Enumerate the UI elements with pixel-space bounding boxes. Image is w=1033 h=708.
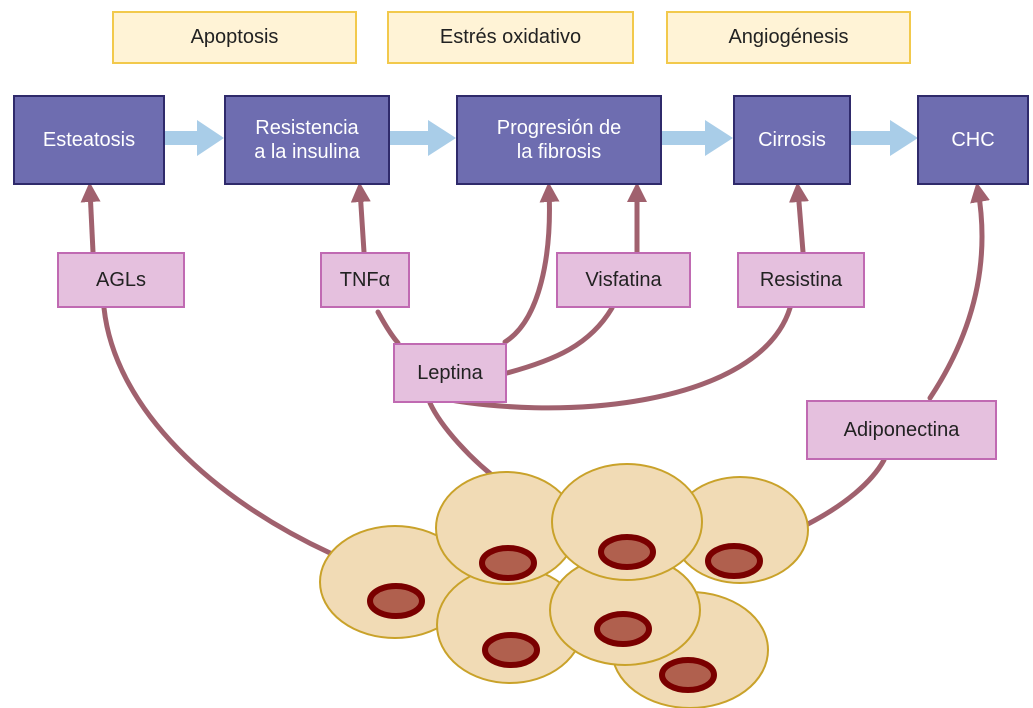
process-estres-oxidativo: Estrés oxidativo — [387, 11, 634, 64]
stage-cirrosis: Cirrosis — [733, 95, 851, 185]
arrow-cirrosis-to-chc — [850, 120, 918, 156]
curve-leptina-to-visfatina — [504, 305, 615, 376]
factor-adiponectina: Adiponectina — [806, 400, 997, 460]
progression-arrows — [153, 120, 918, 156]
process-apoptosis: Apoptosis — [112, 11, 357, 64]
curve-cells-to-adiponectina — [803, 457, 887, 528]
curve-tnf-to-leptina — [375, 309, 401, 346]
adipocyte-cluster — [319, 463, 809, 708]
influence-curves — [80, 182, 990, 556]
process-angiogenesis: Angiogénesis — [666, 11, 911, 64]
factor-resistina: Resistina — [737, 252, 865, 308]
arrow-fibrosis-to-cirrosis — [661, 120, 733, 156]
arrow-resistencia-to-fibrosis — [389, 120, 456, 156]
factor-agls: AGLs — [57, 252, 185, 308]
adipocyte-cell — [436, 566, 584, 684]
curve-leptina-to-resistina — [422, 305, 793, 411]
factor-tnf-alpha: TNFα — [320, 252, 410, 308]
arrow-esteatosis-to-resistencia — [153, 120, 224, 156]
curve-resistina-to-cirrosis — [788, 182, 809, 255]
curve-adiponectina-to-chc — [927, 182, 990, 401]
stage-esteatosis: Esteatosis — [13, 95, 165, 185]
stage-resistencia-insulina: Resistencia a la insulina — [224, 95, 390, 185]
curve-leptina-to-fibrosis — [502, 182, 560, 345]
curve-cells-to-agls — [101, 305, 333, 556]
adipocyte-cell — [435, 471, 577, 585]
factor-leptina: Leptina — [393, 343, 507, 403]
stage-progresion-fibrosis: Progresión de la fibrosis — [456, 95, 662, 185]
adipocyte-cell — [549, 554, 701, 666]
adipocyte-cell — [671, 476, 809, 584]
curve-agls-to-esteatosis — [80, 182, 101, 255]
factor-visfatina: Visfatina — [556, 252, 691, 308]
stage-chc: CHC — [917, 95, 1029, 185]
curve-tnf-to-resistencia — [350, 182, 371, 255]
adipocyte-cell — [551, 463, 703, 581]
